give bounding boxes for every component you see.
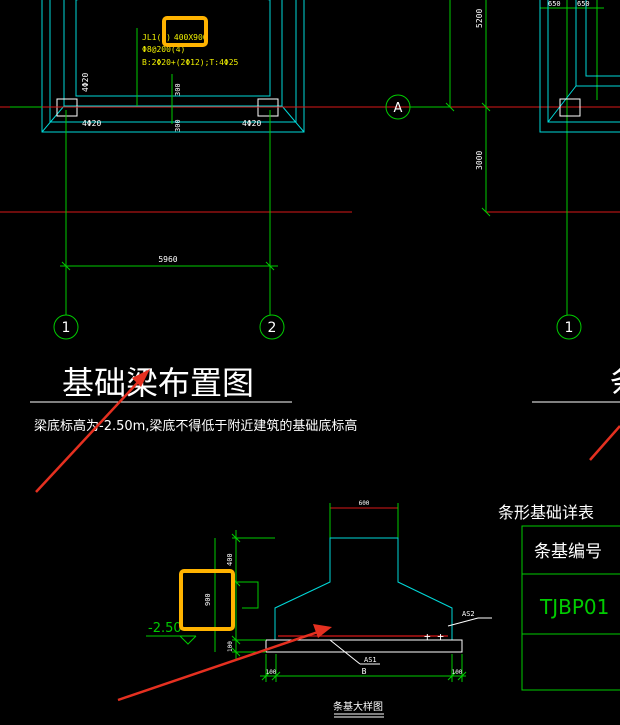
dim-100: 100: [227, 641, 234, 652]
dim-300-a: 300: [174, 83, 182, 96]
dim-3000: 3000: [475, 151, 484, 170]
dim-400: 400: [226, 553, 234, 566]
table-header: 条基编号: [534, 542, 602, 562]
svg-text:1: 1: [62, 320, 71, 336]
section-bottom-dims: [260, 654, 467, 682]
arrow-1: [35, 379, 141, 493]
dim-5200: 5200: [475, 9, 484, 28]
dim-900: 900: [204, 593, 212, 606]
rebar-spec: B:2Φ20+(2Φ12);T:4Φ25: [142, 58, 239, 67]
rebar-marks: + +: [424, 630, 444, 643]
annotation-arrows: [35, 369, 620, 702]
as1-label: AS1: [364, 656, 377, 664]
title-block: 基础梁布置图 梁底标高为-2.50m,梁底不得低于附近建筑的基础底标高 条: [30, 362, 620, 434]
highlight-box-900: [179, 569, 235, 631]
section-caption: 条基大样图: [333, 700, 383, 713]
foundation-outline-right: [539, 0, 620, 133]
plan-dimension-lines: [10, 0, 604, 315]
bottom-dim-left: 100: [266, 669, 277, 676]
svg-text:A: A: [394, 101, 403, 116]
svg-text:2: 2: [268, 320, 277, 336]
plan-view: 1 2 1 A JL1(1)400X900 Φ8@200(4) B:2Φ20+(…: [0, 0, 620, 340]
foundation-outline-left: [41, 0, 305, 133]
bar-vertical: 4Φ20: [81, 73, 90, 92]
plan-title: 基础梁布置图: [62, 364, 254, 402]
strip-foundation-table: 条形基础详表 条基编号 TJBP01: [498, 503, 620, 691]
dim-650-b: 650: [577, 0, 590, 8]
arrow-2: [117, 630, 319, 702]
axis-bubble-1-right: 1: [556, 314, 582, 340]
axis-bubble-1: 1: [53, 314, 79, 340]
bottom-dim-right: 100: [452, 669, 463, 676]
table-title: 条形基础详表: [498, 503, 594, 522]
svg-text:1: 1: [565, 320, 574, 336]
bar-right: 4Φ20: [242, 119, 261, 128]
column-right-far: [559, 98, 581, 117]
section-left-dims: [214, 530, 275, 660]
elevation-label: -2.50: [148, 621, 182, 636]
axis-bubble-2: 2: [259, 314, 285, 340]
dim-650-a: 650: [548, 0, 561, 8]
highlight-box-beam-size: [162, 16, 208, 47]
bottom-dim-b: B: [362, 667, 367, 676]
section-top-width: 600: [359, 500, 370, 507]
table-row1: TJBP01: [539, 595, 609, 619]
plan-note: 梁底标高为-2.50m,梁底不得低于附近建筑的基础底标高: [34, 418, 357, 434]
beam-label: JL1(1)400X900: [142, 33, 208, 42]
dim-span: 5960: [158, 255, 177, 264]
section-base-pad: [265, 639, 463, 653]
dim-300-b: 300: [174, 119, 182, 132]
bar-left: 4Φ20: [82, 119, 101, 128]
section-detail: 600 + + AS2 AS1 400: [146, 500, 492, 718]
axis-bubble-A: A: [385, 94, 411, 120]
stirrup-spec: Φ8@200(4): [142, 45, 185, 54]
right-title-partial: 条: [610, 362, 620, 400]
arrow-3: [589, 425, 620, 461]
as2-label: AS2: [462, 610, 475, 618]
